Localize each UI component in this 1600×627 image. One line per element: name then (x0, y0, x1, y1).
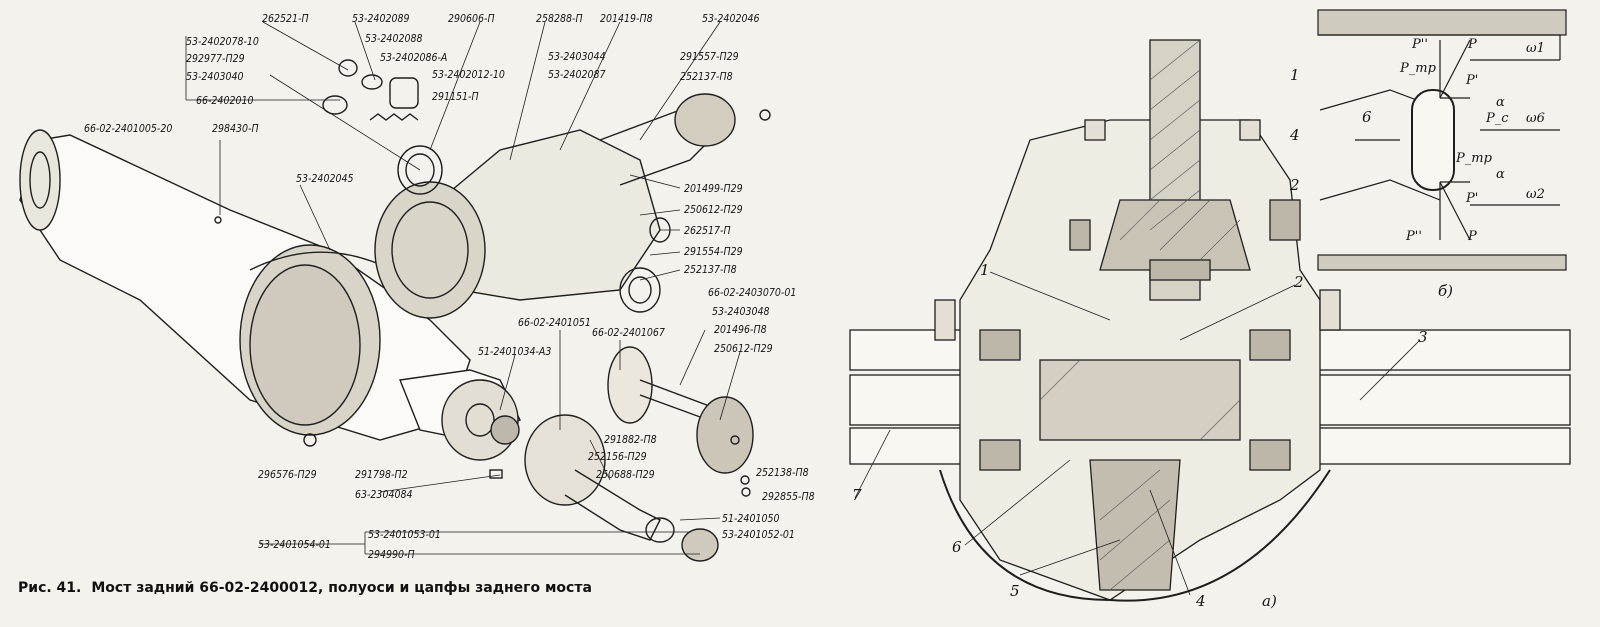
part-label: 298430-П (212, 123, 259, 135)
part-label: 53-2401053-01 (368, 529, 441, 541)
part-label: 53-2403044 (548, 51, 606, 63)
part-label: 291554-П29 (684, 246, 743, 258)
part-label: 63-2304084 (355, 489, 413, 501)
inset-label-2: 2 (1289, 176, 1300, 194)
part-label: 66-02-2401067 (592, 327, 665, 339)
callout-5: 5 (1010, 582, 1020, 600)
figure-title: Мост задний 66-02-2400012, полуоси и цап… (91, 580, 592, 596)
part-label: 262517-П (684, 225, 731, 237)
omega-6: ω6 (1526, 111, 1545, 126)
part-label: 53-2401054-01 (258, 539, 331, 551)
part-label: 66-02-2401005-20 (84, 123, 172, 135)
inset-label-6: 6 (1362, 108, 1372, 126)
part-label: 66-2402010 (196, 95, 254, 107)
figure-caption: Рис. 41. Мост задний 66-02-2400012, полуо… (18, 580, 602, 596)
inset-b-labels: 1 6 4 2 P'' P P_тр P' α P_c P_тр α P' P'… (1289, 37, 1545, 300)
part-label: 291557-П29 (680, 51, 739, 63)
part-label: 262521-П (262, 13, 309, 25)
part-label: 53-2403040 (186, 71, 244, 83)
force-label: α (1496, 95, 1505, 110)
inset-label-4: 4 (1289, 126, 1300, 144)
part-label: 252137-П8 (680, 71, 733, 83)
part-label: 290606-П (448, 13, 495, 25)
force-label: P' (1465, 73, 1478, 88)
callout-4: 4 (1195, 592, 1206, 610)
force-label: P'' (1411, 37, 1428, 52)
force-label: P_c (1485, 111, 1509, 126)
part-label: 201499-П29 (684, 183, 743, 195)
callout-3: 3 (1418, 328, 1428, 346)
section-callouts: 1 2 3 4 5 6 7 а) (852, 261, 1428, 610)
part-label: 66-02-2401051 (518, 317, 591, 329)
part-label: 291151-П (432, 91, 479, 103)
part-label: 201496-П8 (714, 324, 767, 336)
axle-exploded-drawing (19, 59, 771, 562)
force-label: P (1467, 37, 1477, 52)
part-label: 53-2402086-А (380, 52, 447, 64)
part-label: 292977-П29 (186, 53, 245, 65)
part-label: 53-2402012-10 (432, 69, 505, 81)
figure-number: Рис. 41. (18, 580, 82, 596)
force-label: P (1467, 229, 1477, 244)
inset-b-drawing (1317, 9, 1567, 271)
part-label: 53-2402089 (352, 13, 410, 25)
part-label: 53-2402046 (702, 13, 760, 25)
force-label: P'' (1405, 229, 1422, 244)
left-leader-lines (185, 21, 741, 555)
right-leader-lines (854, 271, 1421, 596)
part-label: 201419-П8 (600, 13, 653, 25)
inset-label-1: 1 (1290, 66, 1300, 84)
force-label: α (1496, 167, 1505, 182)
part-label: 250612-П29 (684, 204, 743, 216)
part-label: 252137-П8 (684, 264, 737, 276)
subfig-b-label: б) (1438, 282, 1453, 300)
part-label: 252138-П8 (756, 467, 809, 479)
part-label: 51-2401034-А3 (478, 346, 551, 358)
part-label: 250612-П29 (714, 343, 773, 355)
part-label: 53-2402078-10 (186, 36, 259, 48)
callout-6: 6 (952, 538, 962, 556)
part-label: 291798-П2 (355, 469, 408, 481)
callout-7: 7 (852, 486, 862, 504)
part-label: 294990-П (368, 549, 415, 561)
part-label: 53-2401052-01 (722, 529, 795, 541)
section-drawing (849, 39, 1571, 602)
part-label: 53-2402087 (548, 69, 606, 81)
part-label: 292855-П8 (762, 491, 815, 503)
part-label: 258288-П (536, 13, 583, 25)
callout-1: 1 (980, 261, 990, 279)
callout-2: 2 (1293, 273, 1304, 291)
part-label: 250688-П29 (596, 469, 655, 481)
part-label: 291882-П8 (604, 434, 657, 446)
omega-1: ω1 (1526, 41, 1545, 56)
part-label: 53-2402045 (296, 173, 354, 185)
part-label: 53-2402088 (365, 33, 423, 45)
force-label: P' (1465, 191, 1478, 206)
part-label: 66-02-2403070-01 (708, 287, 796, 299)
omega-2: ω2 (1526, 187, 1545, 202)
subfig-a-label: а) (1262, 592, 1277, 610)
part-label: 53-2403048 (712, 306, 770, 318)
force-label: P_тр (1455, 151, 1493, 166)
left-part-labels: 262521-П 53-2402089 290606-П 258288-П 20… (84, 13, 815, 561)
part-label: 252156-П29 (588, 451, 647, 463)
part-label: 51-2401050 (722, 513, 780, 525)
force-label: P_тр (1399, 61, 1437, 76)
part-label: 296576-П29 (258, 469, 317, 481)
section-hatching (1039, 39, 1241, 591)
